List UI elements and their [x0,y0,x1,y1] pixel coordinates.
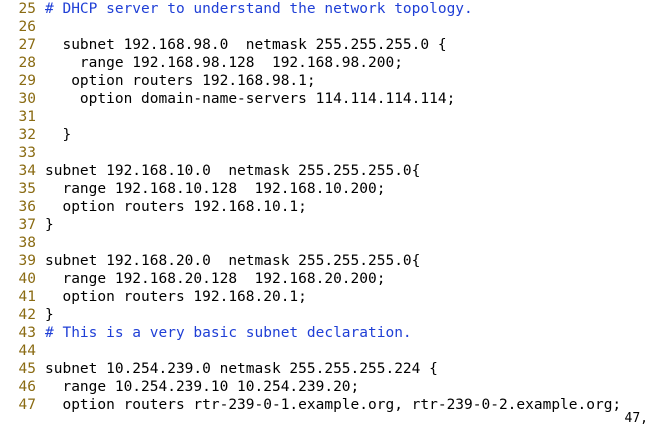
line-number: 44 [18,343,36,359]
editor-line: 47 option routers rtr-239-0-1.example.or… [0,396,622,414]
code-text: option domain-name-servers 114.114.114.1… [45,91,456,107]
editor-line: 39 subnet 192.168.20.0 netmask 255.255.25… [0,252,421,270]
line-number: 38 [18,235,36,251]
editor-line: 27 subnet 192.168.98.0 netmask 255.255.2… [0,36,447,54]
editor-line: 38 [0,234,45,252]
code-text: subnet 10.254.239.0 netmask 255.255.255.… [45,361,438,377]
editor-line: 31 [0,108,45,126]
line-number: 28 [18,55,36,71]
line-number: 37 [18,217,36,233]
line-number: 39 [18,253,36,269]
code-text: } [45,217,54,233]
editor-line: 41 option routers 192.168.20.1; [0,288,307,306]
editor-line: 25 # DHCP server to understand the networ… [0,0,473,18]
line-number: 25 [18,1,36,17]
code-text: subnet 192.168.20.0 netmask 255.255.255.… [45,253,421,269]
editor-line: 32 } [0,126,72,144]
line-number: 47 [18,397,36,413]
code-text: range 192.168.10.128 192.168.10.200; [45,181,386,197]
line-number: 46 [18,379,36,395]
line-number: 29 [18,73,36,89]
editor-line: 33 [0,144,45,162]
line-number: 35 [18,181,36,197]
editor-line: 30 option domain-name-servers 114.114.11… [0,90,456,108]
line-number: 45 [18,361,36,377]
line-number: 32 [18,127,36,143]
code-text: subnet 192.168.10.0 netmask 255.255.255.… [45,163,421,179]
editor-line: 28 range 192.168.98.128 192.168.98.200; [0,54,403,72]
code-text: subnet 192.168.98.0 netmask 255.255.255.… [45,37,447,53]
editor-line: 45 subnet 10.254.239.0 netmask 255.255.25… [0,360,438,378]
line-number: 33 [18,145,36,161]
code-text: } [45,307,54,323]
line-number: 43 [18,325,36,341]
editor-line: 35 range 192.168.10.128 192.168.10.200; [0,180,386,198]
line-number: 41 [18,289,36,305]
code-text: } [45,127,72,143]
editor-line: 29 option routers 192.168.98.1; [0,72,316,90]
editor-line: 37} [0,216,54,234]
line-number: 31 [18,109,36,125]
editor-line: 36 option routers 192.168.10.1; [0,198,307,216]
line-number: 30 [18,91,36,107]
editor-line: 43 # This is a very basic subnet declarat… [0,324,412,342]
line-number: 36 [18,199,36,215]
code-comment: # This is a very basic subnet declaratio… [45,325,412,341]
line-number: 27 [18,37,36,53]
cursor-position-indicator: 47, [624,411,648,426]
editor-line: 26 [0,18,45,36]
line-number: 34 [18,163,36,179]
editor-line: 46 range 10.254.239.10 10.254.239.20; [0,378,360,396]
line-number: 26 [18,19,36,35]
line-number: 40 [18,271,36,287]
editor-line: 44 [0,342,45,360]
editor-line: 42} [0,306,54,324]
editor-line: 34 subnet 192.168.10.0 netmask 255.255.25… [0,162,421,180]
code-text: option routers 192.168.98.1; [45,73,316,89]
code-text: option routers rtr-239-0-1.example.org, … [45,397,622,413]
code-text: option routers 192.168.10.1; [45,199,307,215]
code-text: option routers 192.168.20.1; [45,289,307,305]
code-comment: # DHCP server to understand the network … [45,1,473,17]
code-text: range 192.168.98.128 192.168.98.200; [45,55,403,71]
line-number: 42 [18,307,36,323]
editor-line: 40 range 192.168.20.128 192.168.20.200; [0,270,386,288]
code-text: range 192.168.20.128 192.168.20.200; [45,271,386,287]
code-text: range 10.254.239.10 10.254.239.20; [45,379,360,395]
